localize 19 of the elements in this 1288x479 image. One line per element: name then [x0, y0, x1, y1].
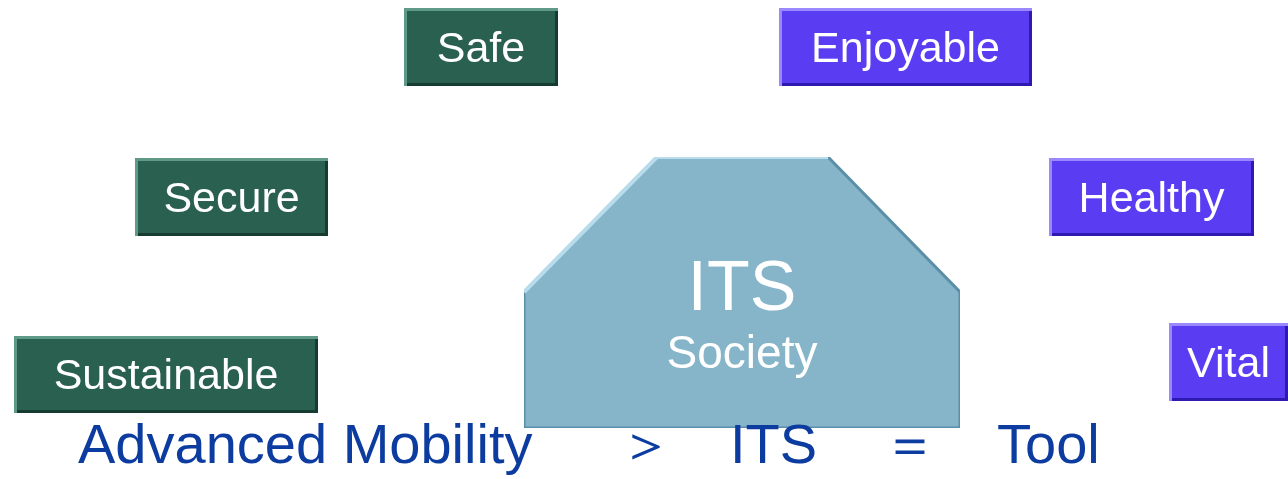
label-box	[1169, 323, 1288, 401]
operator-symbol: ＝	[882, 414, 938, 474]
box-label: Safe	[436, 22, 526, 72]
slogan-text: ITS	[730, 414, 818, 474]
node-subtitle: Society	[666, 324, 818, 379]
label-box	[779, 8, 1032, 86]
box-label: Sustainable	[53, 350, 279, 399]
label-box	[404, 8, 558, 86]
label-box	[1049, 158, 1254, 236]
box-label: Secure	[163, 172, 300, 222]
slogan-text: Tool	[997, 414, 1100, 474]
label-box	[135, 158, 328, 236]
label-box	[14, 336, 318, 413]
box-label: Vital	[1187, 337, 1270, 387]
box-label: Healthy	[1078, 172, 1225, 222]
slogan-text: Advanced Mobility	[78, 414, 533, 474]
node-title: ITS	[686, 246, 798, 325]
operator-symbol: ＞	[618, 414, 674, 474]
box-label: Enjoyable	[811, 22, 1000, 72]
